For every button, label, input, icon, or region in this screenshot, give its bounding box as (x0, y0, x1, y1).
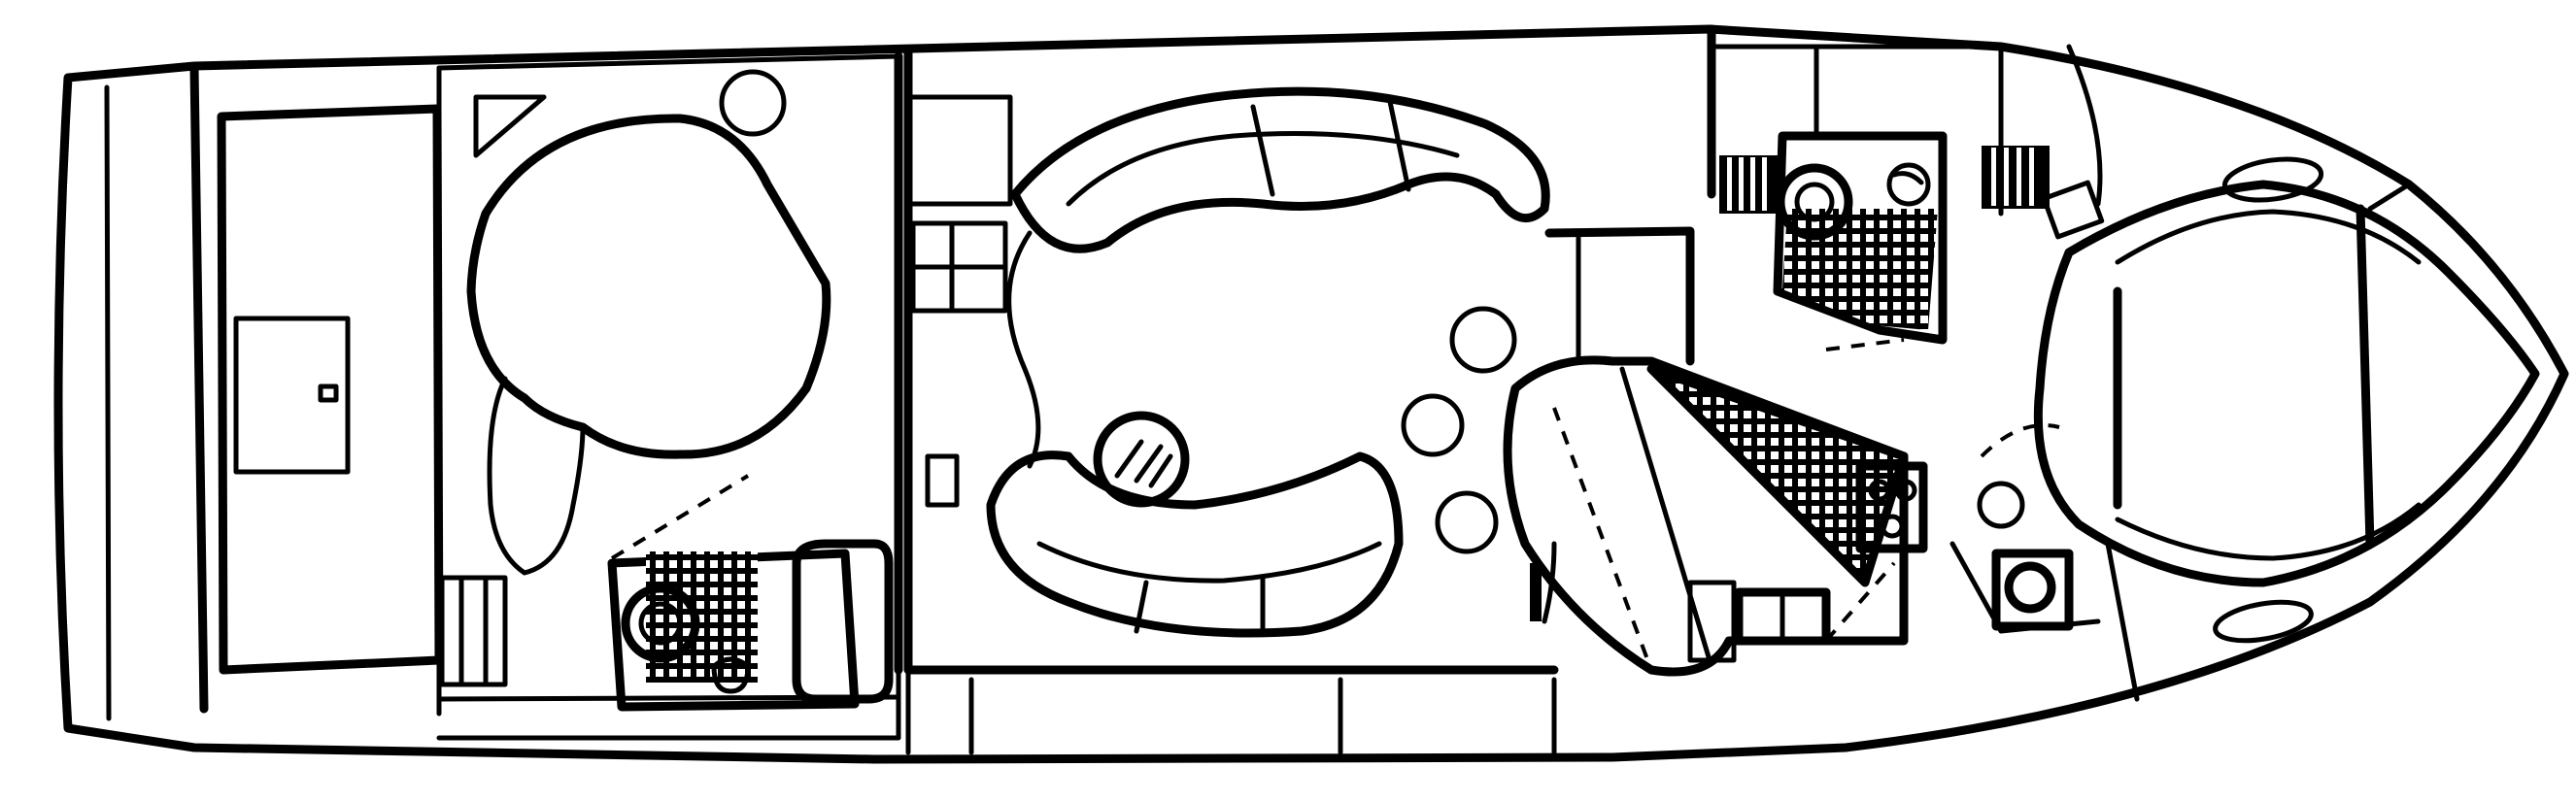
head-toilet-forward (1776, 163, 1853, 241)
forward-stateroom-door (1982, 146, 2050, 209)
hull-outline (53, 24, 2569, 764)
helm-stool-3 (1435, 490, 1499, 554)
salon-dinette-table (1093, 411, 1190, 508)
salon-bulkhead (894, 49, 1559, 675)
forward-head-door (1719, 155, 1778, 214)
lower-hull-divisions (905, 541, 1557, 755)
galley (1503, 226, 1928, 677)
port-light-bottom (2213, 599, 2314, 644)
forward-stateroom (1949, 44, 2540, 702)
helm-stool-2 (1401, 393, 1465, 457)
aft-shower-stall (792, 539, 894, 704)
head-toilet-aft (621, 584, 700, 663)
aft-head (607, 474, 894, 712)
aft-steps (439, 575, 508, 687)
galley-fridge (1687, 580, 1737, 663)
head-sink-forward (1886, 162, 1931, 207)
head-sink-aft (711, 656, 751, 694)
salon (925, 86, 1550, 638)
aft-stateroom-stool (719, 69, 787, 137)
forward-locker-hatch (2004, 561, 2056, 614)
galley-sole (1651, 369, 1904, 583)
port-light-top (2221, 156, 2324, 203)
salon-sofa-starboard (1010, 86, 1550, 253)
galley-stove (1855, 461, 1928, 553)
salon-step (925, 453, 960, 508)
cockpit-hatch (233, 316, 351, 475)
forward-nightstand (2041, 180, 2105, 240)
hatch-latch (318, 384, 339, 403)
helm-stool-1 (1449, 306, 1517, 374)
forward-stool (1977, 481, 2025, 529)
salon-sofa-port (986, 451, 1404, 638)
forward-shower-floor (1782, 209, 1938, 330)
forward-head (1707, 24, 2004, 351)
cockpit (189, 63, 444, 717)
stateroom-berth (466, 114, 831, 459)
